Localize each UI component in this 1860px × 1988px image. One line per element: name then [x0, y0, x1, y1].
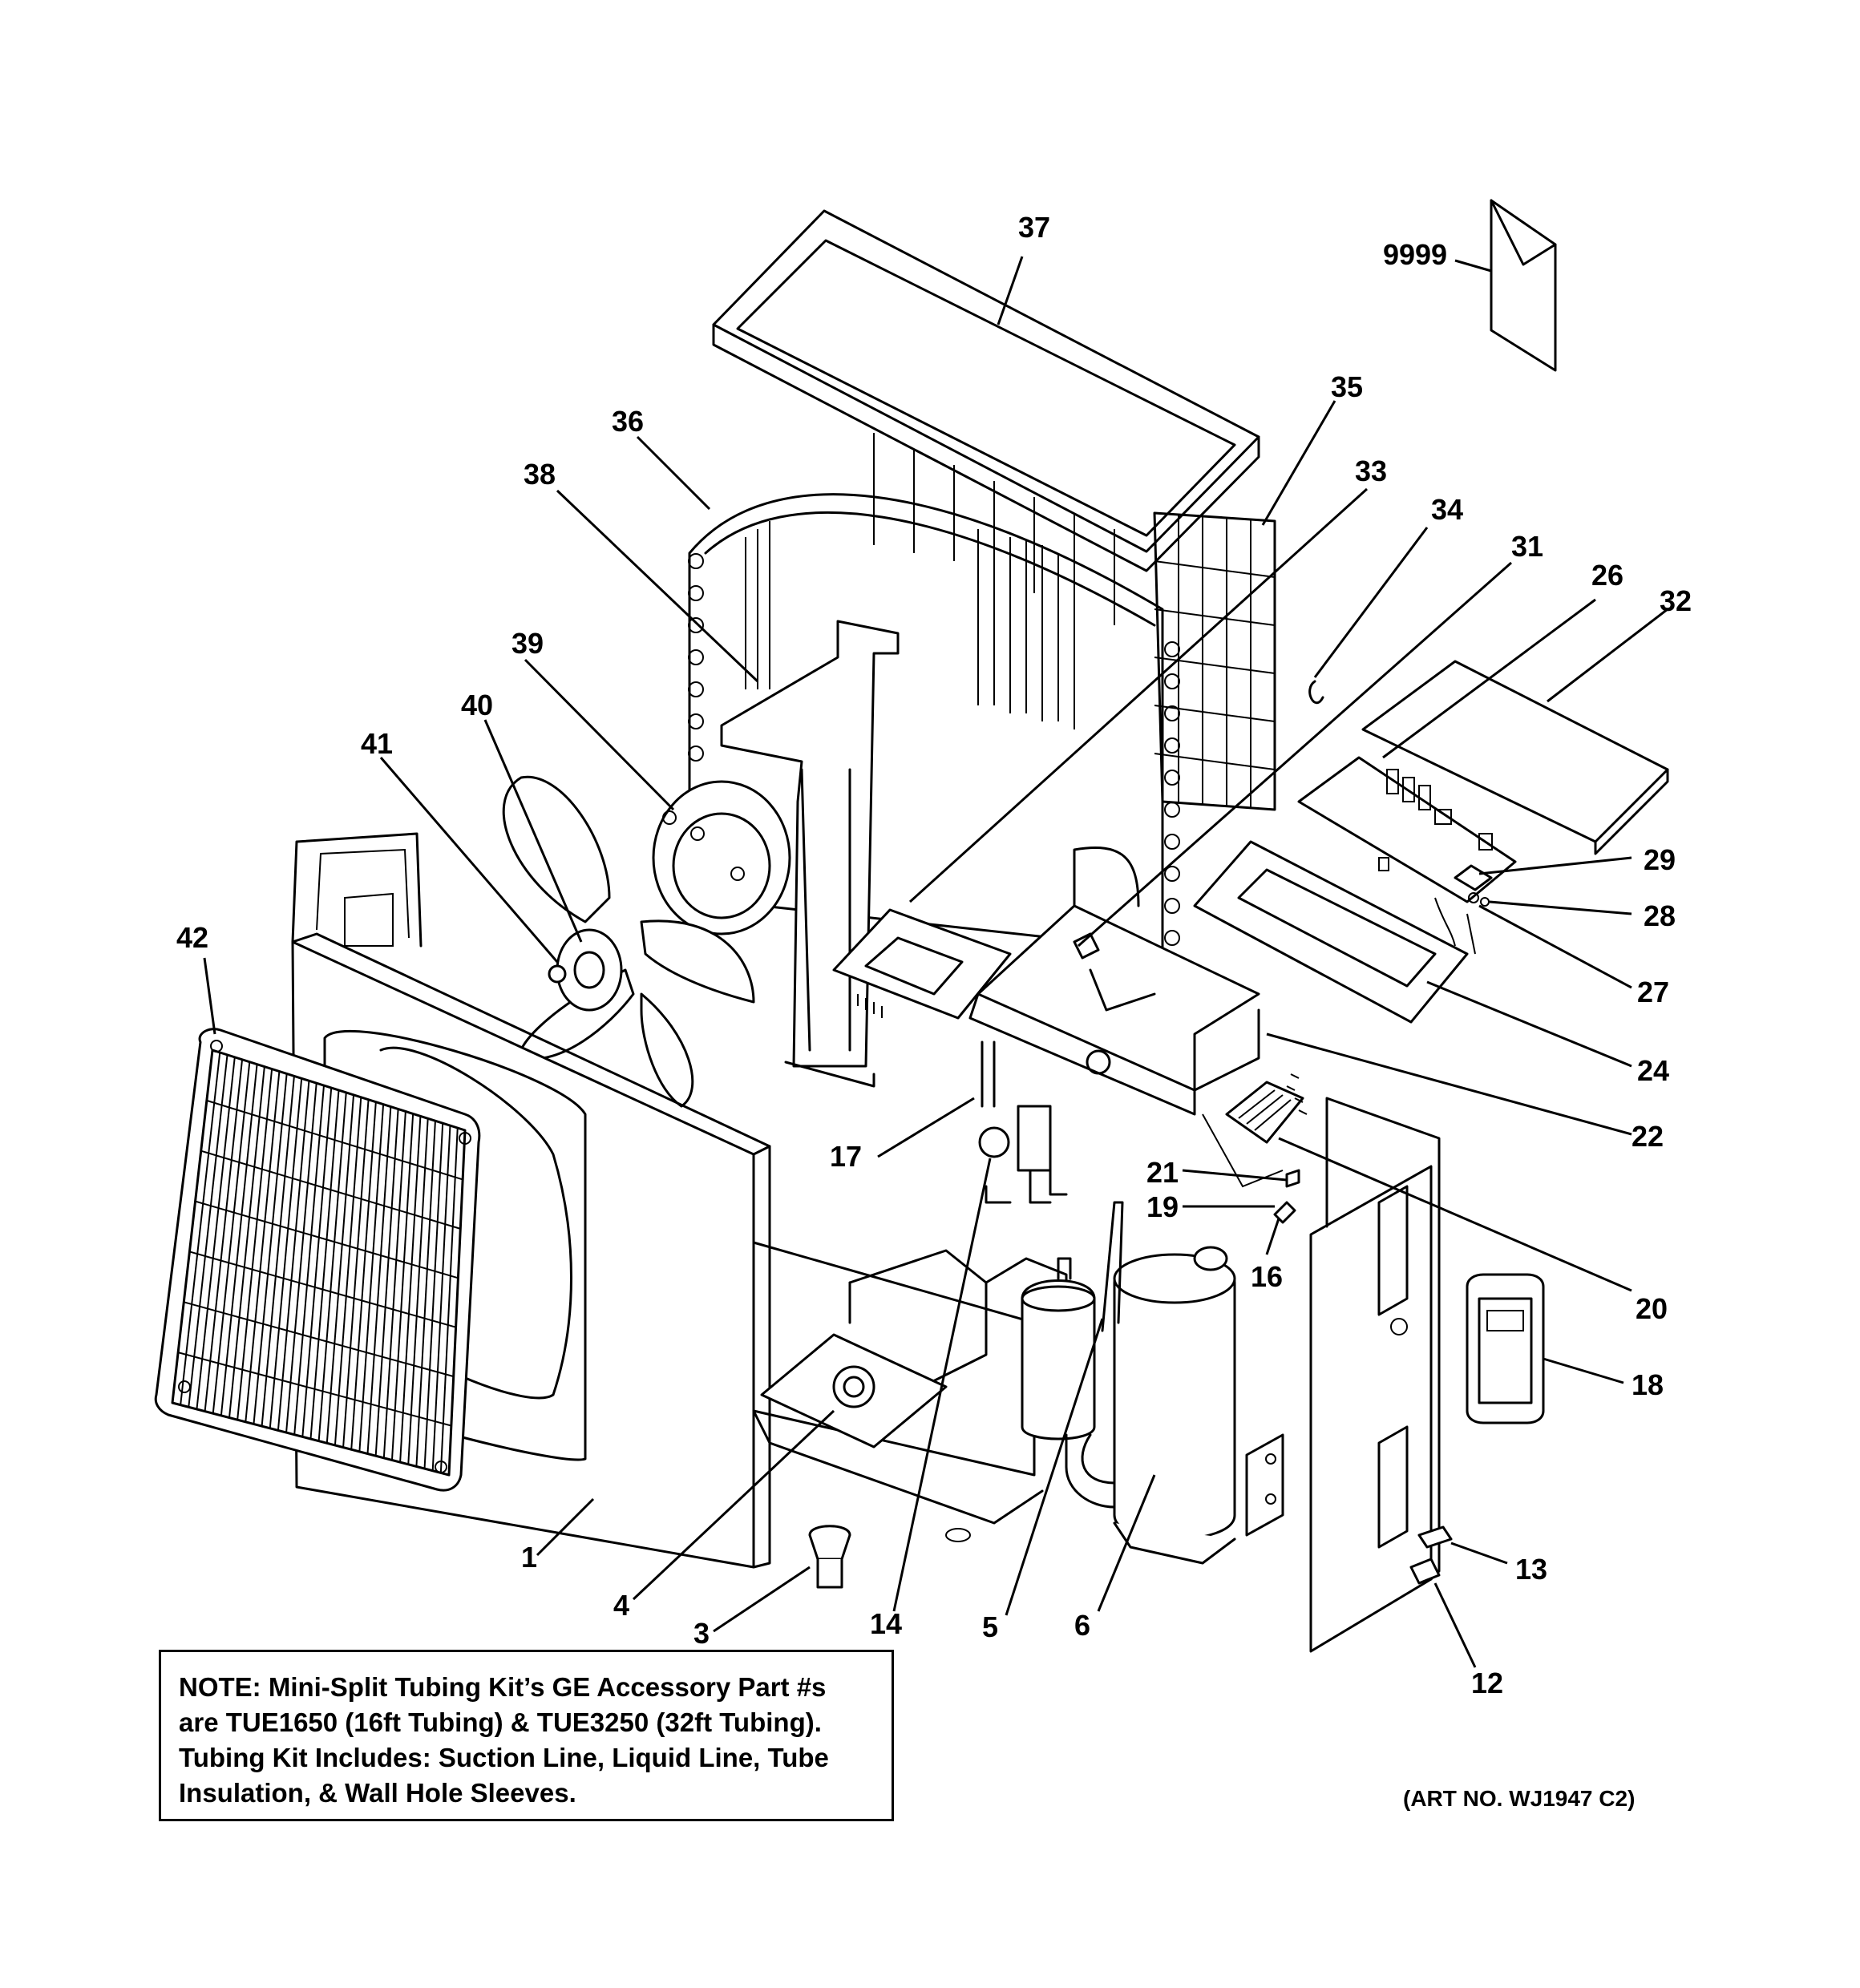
callout-label: 40	[461, 689, 493, 721]
note-line: are TUE1650 (16ft Tubing) & TUE3250 (32f…	[179, 1707, 822, 1737]
leader-lines	[203, 256, 1668, 1668]
note-box: NOTE: Mini-Split Tubing Kit’s GE Accesso…	[159, 1650, 894, 1821]
callout-label: 12	[1471, 1667, 1503, 1699]
callout-label: 5	[982, 1610, 998, 1643]
reversing-valve	[978, 1040, 1068, 1204]
fan-blade	[502, 775, 755, 1108]
callout-label: 1	[521, 1541, 537, 1574]
callout-label: 38	[524, 458, 556, 491]
callout-label: 19	[1146, 1190, 1179, 1223]
condenser-coil	[688, 433, 1180, 952]
callout-label: 32	[1660, 584, 1692, 617]
sensor-clip	[1073, 932, 1100, 960]
callout-label: 28	[1644, 899, 1676, 932]
callout-label: 41	[361, 727, 393, 760]
callout-label: 21	[1146, 1156, 1179, 1189]
carrying-handle	[1466, 1273, 1545, 1424]
control-box	[968, 847, 1260, 1116]
front-grille	[154, 1028, 481, 1492]
callout-label: 6	[1074, 1609, 1090, 1642]
wire-clip	[1308, 680, 1324, 705]
small-fittings	[1273, 1169, 1300, 1224]
callout-label: 4	[613, 1589, 629, 1622]
callout-label: 31	[1511, 530, 1543, 563]
note-line: Insulation, & Wall Hole Sleeves.	[179, 1778, 576, 1808]
callout-label: 9999	[1383, 238, 1447, 271]
callout-label: 17	[830, 1140, 862, 1173]
callout-label: 3	[693, 1617, 710, 1650]
callout-label: 16	[1251, 1260, 1283, 1293]
main-control-board	[1297, 756, 1517, 903]
callout-label: 33	[1355, 455, 1387, 487]
rubber-foot	[808, 1525, 851, 1589]
manual-sheet	[1490, 199, 1557, 372]
callout-label: 36	[612, 405, 644, 438]
callout-label: 26	[1591, 559, 1623, 592]
callout-label: 24	[1637, 1054, 1669, 1087]
terminal-block	[1202, 1073, 1308, 1188]
note-line: NOTE: Mini-Split Tubing Kit’s GE Accesso…	[179, 1672, 827, 1702]
side-service-panel	[1245, 1097, 1441, 1653]
callout-label: 22	[1632, 1120, 1664, 1153]
callout-label: 18	[1632, 1368, 1664, 1401]
art-number: (ART NO. WJ1947 C2)	[1403, 1786, 1636, 1811]
callout-label: 20	[1636, 1292, 1668, 1325]
fan-motor	[652, 780, 791, 935]
callout-label: 29	[1644, 843, 1676, 876]
small-control-board	[832, 908, 1012, 1020]
callout-label: 37	[1018, 211, 1050, 244]
callout-label: 34	[1431, 493, 1463, 526]
compressor	[1065, 1201, 1236, 1565]
terminal-parts	[1434, 864, 1493, 955]
callout-label: 14	[870, 1607, 902, 1640]
rear-grille-panel	[1153, 511, 1276, 811]
callout-label: 42	[176, 921, 208, 954]
control-box-cover	[1193, 840, 1469, 1024]
callout-label: 27	[1637, 976, 1669, 1008]
callout-label: 39	[512, 627, 544, 660]
top-cover	[712, 209, 1260, 572]
service-valves	[1409, 1525, 1453, 1585]
pcb-cover	[1361, 660, 1669, 855]
note-line: Tubing Kit Includes: Suction Line, Liqui…	[179, 1743, 829, 1772]
callout-label: 13	[1515, 1553, 1547, 1586]
callout-label: 35	[1331, 370, 1363, 403]
accumulator	[1021, 1257, 1096, 1440]
fan-capacitor-board	[760, 1333, 948, 1449]
callout-labels: 37 9999 35 36 38 33 34 31 26 32 39 40 41…	[176, 211, 1692, 1699]
